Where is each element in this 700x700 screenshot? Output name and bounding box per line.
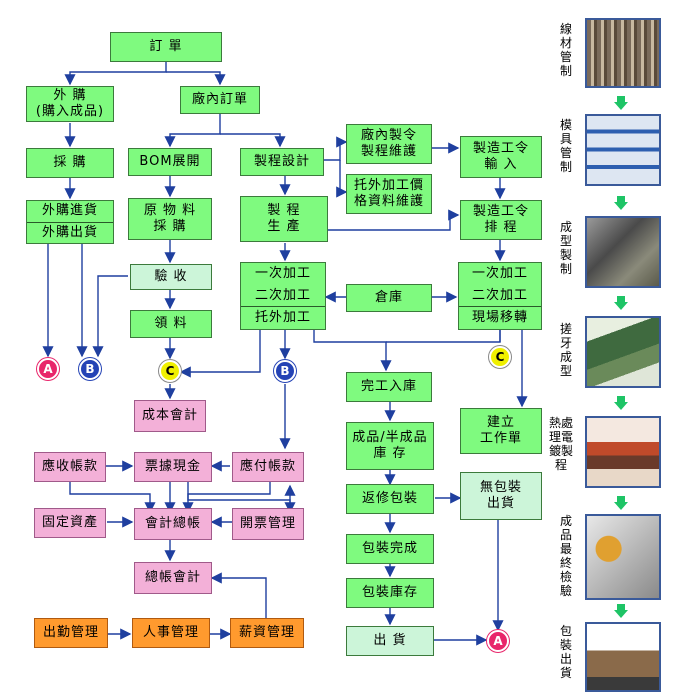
- general-ledger-node[interactable]: 會計總帳: [134, 508, 212, 540]
- packing-shipping-photo: [585, 622, 661, 692]
- sidebar-label-shipping: 包裝出貨: [559, 624, 572, 680]
- sidebar-label-inspection: 成品最終檢驗: [559, 514, 572, 598]
- gl-accounting-node[interactable]: 總帳會計: [134, 562, 212, 594]
- payroll-node[interactable]: 薪資管理: [230, 618, 304, 648]
- sidebar-label-heat-treat: 熱處理電鍍製程: [548, 416, 573, 472]
- receivable-node[interactable]: 應收帳款: [34, 452, 106, 482]
- invoice-mgmt-node[interactable]: 開票管理: [232, 508, 304, 540]
- connector-b-mid: B: [274, 360, 296, 382]
- work-order-schedule-node[interactable]: 製造工令 排 程: [460, 200, 542, 240]
- pack-stock-node[interactable]: 包裝庫存: [346, 578, 434, 608]
- outsource-in-label: 外購進貨: [41, 203, 98, 219]
- right-process-3-label: 現場移轉: [459, 306, 541, 329]
- connector-a-left: A: [37, 358, 59, 380]
- order-node[interactable]: 訂 單: [110, 32, 222, 62]
- left-processing-node[interactable]: 一次加工 二次加工 托外加工: [240, 262, 326, 330]
- pack-done-node[interactable]: 包裝完成: [346, 534, 434, 564]
- down-arrow-icon: [614, 296, 628, 310]
- connector-a-bottom: A: [487, 630, 509, 652]
- mold-rack-photo: [585, 114, 661, 186]
- connector-c-right: C: [489, 346, 511, 368]
- left-process-2-label: 二次加工: [254, 287, 311, 303]
- inspection-node[interactable]: 驗 收: [130, 264, 212, 290]
- bom-node[interactable]: BOM展開: [128, 148, 212, 176]
- outsource-node[interactable]: 外 購 (購入成品): [26, 86, 114, 122]
- sidebar-label-threading: 搓牙成型: [559, 322, 572, 378]
- left-process-1-label: 一次加工: [254, 265, 311, 281]
- sidebar-label-forming: 成型製制: [559, 220, 572, 276]
- purchase-node[interactable]: 採 購: [26, 148, 114, 178]
- outsource-out-label: 外購出貨: [27, 221, 113, 244]
- sidebar-label-wire: 線材管制: [559, 22, 572, 78]
- production-node[interactable]: 製 程 生 產: [240, 196, 328, 242]
- right-process-2-label: 二次加工: [471, 287, 528, 303]
- build-worksheet-node[interactable]: 建立 工作單: [460, 408, 542, 454]
- right-process-1-label: 一次加工: [471, 265, 528, 281]
- finished-stock-node[interactable]: 成品/半成品 庫 存: [346, 422, 434, 470]
- outsource-price-maint-node[interactable]: 托外加工價 格資料維護: [346, 174, 432, 214]
- wire-material-photo: [585, 18, 661, 88]
- factory-process-maint-node[interactable]: 廠內製令 製程維護: [346, 124, 432, 164]
- cost-accounting-node[interactable]: 成本會計: [134, 400, 206, 432]
- connector-c-mid: C: [159, 360, 181, 382]
- fixed-assets-node[interactable]: 固定資產: [34, 508, 106, 538]
- left-process-3-label: 托外加工: [241, 306, 325, 329]
- hr-node[interactable]: 人事管理: [132, 618, 210, 648]
- ship-node[interactable]: 出 貨: [346, 626, 434, 656]
- down-arrow-icon: [614, 96, 628, 110]
- down-arrow-icon: [614, 396, 628, 410]
- right-processing-node[interactable]: 一次加工 二次加工 現場移轉: [458, 262, 542, 330]
- no-pack-ship-node[interactable]: 無包裝 出貨: [460, 472, 542, 520]
- work-order-input-node[interactable]: 製造工令 輸 入: [460, 136, 542, 178]
- attendance-node[interactable]: 出勤管理: [34, 618, 108, 648]
- down-arrow-icon: [614, 604, 628, 618]
- threading-machine-photo: [585, 316, 661, 388]
- rework-pack-node[interactable]: 返修包裝: [346, 484, 434, 514]
- process-design-node[interactable]: 製程設計: [240, 148, 324, 176]
- connector-b-left: B: [79, 358, 101, 380]
- final-inspection-photo: [585, 514, 661, 600]
- sidebar-label-mold: 模具管制: [559, 118, 572, 174]
- completed-stock-node[interactable]: 完工入庫: [346, 372, 432, 402]
- warehouse-node[interactable]: 倉庫: [346, 284, 432, 312]
- notes-cash-node[interactable]: 票據現金: [134, 452, 212, 482]
- factory-order-node[interactable]: 廠內訂單: [180, 86, 260, 114]
- outsource-io-node[interactable]: 外購進貨 外購出貨: [26, 200, 114, 244]
- payable-node[interactable]: 應付帳款: [232, 452, 304, 482]
- raw-material-node[interactable]: 原 物 料 採 購: [128, 198, 212, 240]
- down-arrow-icon: [614, 196, 628, 210]
- down-arrow-icon: [614, 496, 628, 510]
- forming-machine-photo: [585, 216, 661, 288]
- receive-material-node[interactable]: 領 料: [130, 310, 212, 338]
- heat-treatment-photo: [585, 416, 661, 488]
